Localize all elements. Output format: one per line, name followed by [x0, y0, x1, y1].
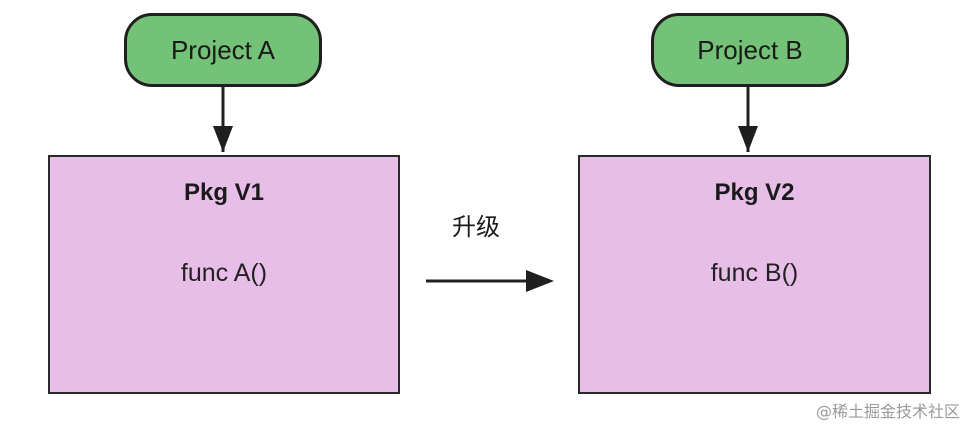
node-pkg-v2: Pkg V2 func B() [578, 155, 931, 394]
arrowhead-project-b [738, 126, 758, 152]
watermark-text: @稀土掘金技术社区 [815, 402, 960, 421]
pkg-v2-title: Pkg V2 [714, 179, 795, 206]
node-project-a-label: Project A [170, 34, 276, 65]
node-pkg-v1: Pkg V1 func A() [48, 155, 400, 394]
node-project-b: Project B [651, 13, 849, 87]
node-project-a: Project A [124, 13, 322, 87]
pkg-v2-func: func B() [710, 259, 799, 287]
pkg-v1-func: func A() [180, 259, 268, 287]
node-project-b-label: Project B [697, 34, 803, 65]
pkg-v1-title: Pkg V1 [183, 179, 265, 206]
arrowhead-project-a [213, 126, 233, 152]
upgrade-label: 升级 [452, 213, 500, 241]
arrowhead-upgrade [526, 270, 554, 292]
